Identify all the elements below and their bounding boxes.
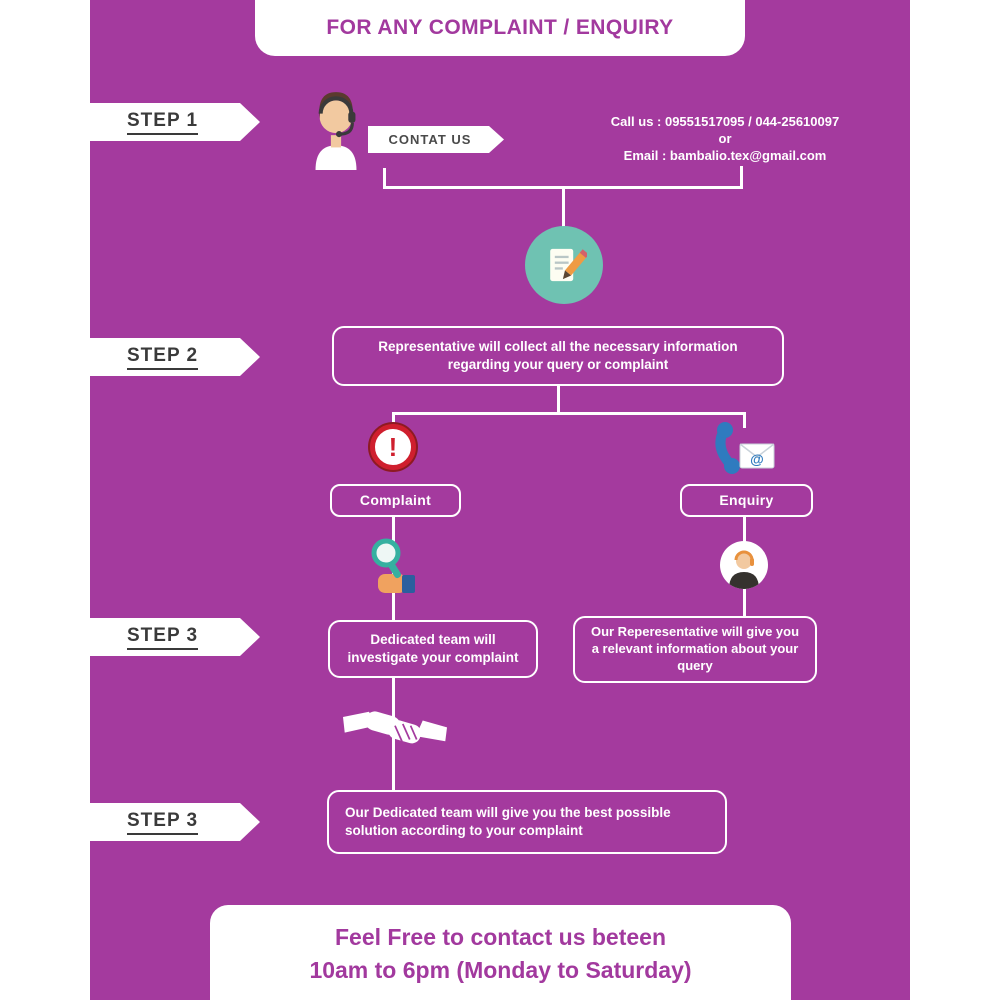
step1-label: STEP 1 xyxy=(127,110,198,135)
connector-line xyxy=(740,166,743,188)
page-title: FOR ANY COMPLAINT / ENQUIRY xyxy=(326,16,674,39)
step3b-label: STEP 3 xyxy=(127,810,198,835)
connector-line xyxy=(743,412,746,428)
contact-us-label: CONTAT US xyxy=(368,126,504,153)
footer-line2: 10am to 6pm (Monday to Saturday) xyxy=(309,957,692,983)
connector-line xyxy=(557,386,560,414)
connector-line xyxy=(562,186,565,230)
enquiry-label: Enquiry xyxy=(719,492,774,509)
handshake-icon xyxy=(343,698,447,762)
step1-ribbon: STEP 1 xyxy=(90,103,260,141)
complaint-label-box: Complaint xyxy=(330,484,461,517)
representative-person-icon xyxy=(720,541,768,589)
connector-line xyxy=(383,168,386,188)
magnifier-hand-icon xyxy=(364,536,424,600)
contact-us-text: CONTAT US xyxy=(388,132,472,147)
complaint-label: Complaint xyxy=(359,492,432,509)
step2-label: STEP 2 xyxy=(127,345,198,370)
solution-box: Our Dedicated team will give you the bes… xyxy=(327,790,727,854)
or-text: or xyxy=(718,131,732,146)
representative-box: Our Reperesentative will give you a rele… xyxy=(573,616,817,683)
footer-line1: Feel Free to contact us beteen xyxy=(334,924,667,950)
call-numbers-text: Call us : 09551517095 / 044-25610097 xyxy=(610,114,840,129)
enquiry-label-box: Enquiry xyxy=(680,484,813,517)
phone-email-icon: @ xyxy=(710,422,780,478)
support-agent-icon xyxy=(300,86,372,172)
note-pencil-icon xyxy=(525,226,603,304)
email-text: Email : bambalio.tex@gmail.com xyxy=(623,148,827,163)
connector-line xyxy=(392,412,746,415)
svg-text:@: @ xyxy=(750,451,764,467)
collect-info-box: Representative will collect all the nece… xyxy=(332,326,784,386)
footer-banner: Feel Free to contact us beteen 10am to 6… xyxy=(210,905,791,1000)
page-title-banner: FOR ANY COMPLAINT / ENQUIRY xyxy=(255,0,745,56)
step3b-ribbon: STEP 3 xyxy=(90,803,260,841)
step3-ribbon: STEP 3 xyxy=(90,618,260,656)
representative-text: Our Reperesentative will give you a rele… xyxy=(590,624,800,673)
step3-label: STEP 3 xyxy=(127,625,198,650)
step2-ribbon: STEP 2 xyxy=(90,338,260,376)
contact-info-block: Call us : 09551517095 / 044-25610097 or … xyxy=(588,113,862,164)
solution-text: Our Dedicated team will give you the bes… xyxy=(345,805,671,838)
collect-info-text: Representative will collect all the nece… xyxy=(378,339,738,372)
investigate-box: Dedicated team will investigate your com… xyxy=(328,620,538,678)
investigate-text: Dedicated team will investigate your com… xyxy=(347,632,519,665)
exclamation-icon: ! xyxy=(370,424,416,470)
connector-line xyxy=(392,412,395,428)
